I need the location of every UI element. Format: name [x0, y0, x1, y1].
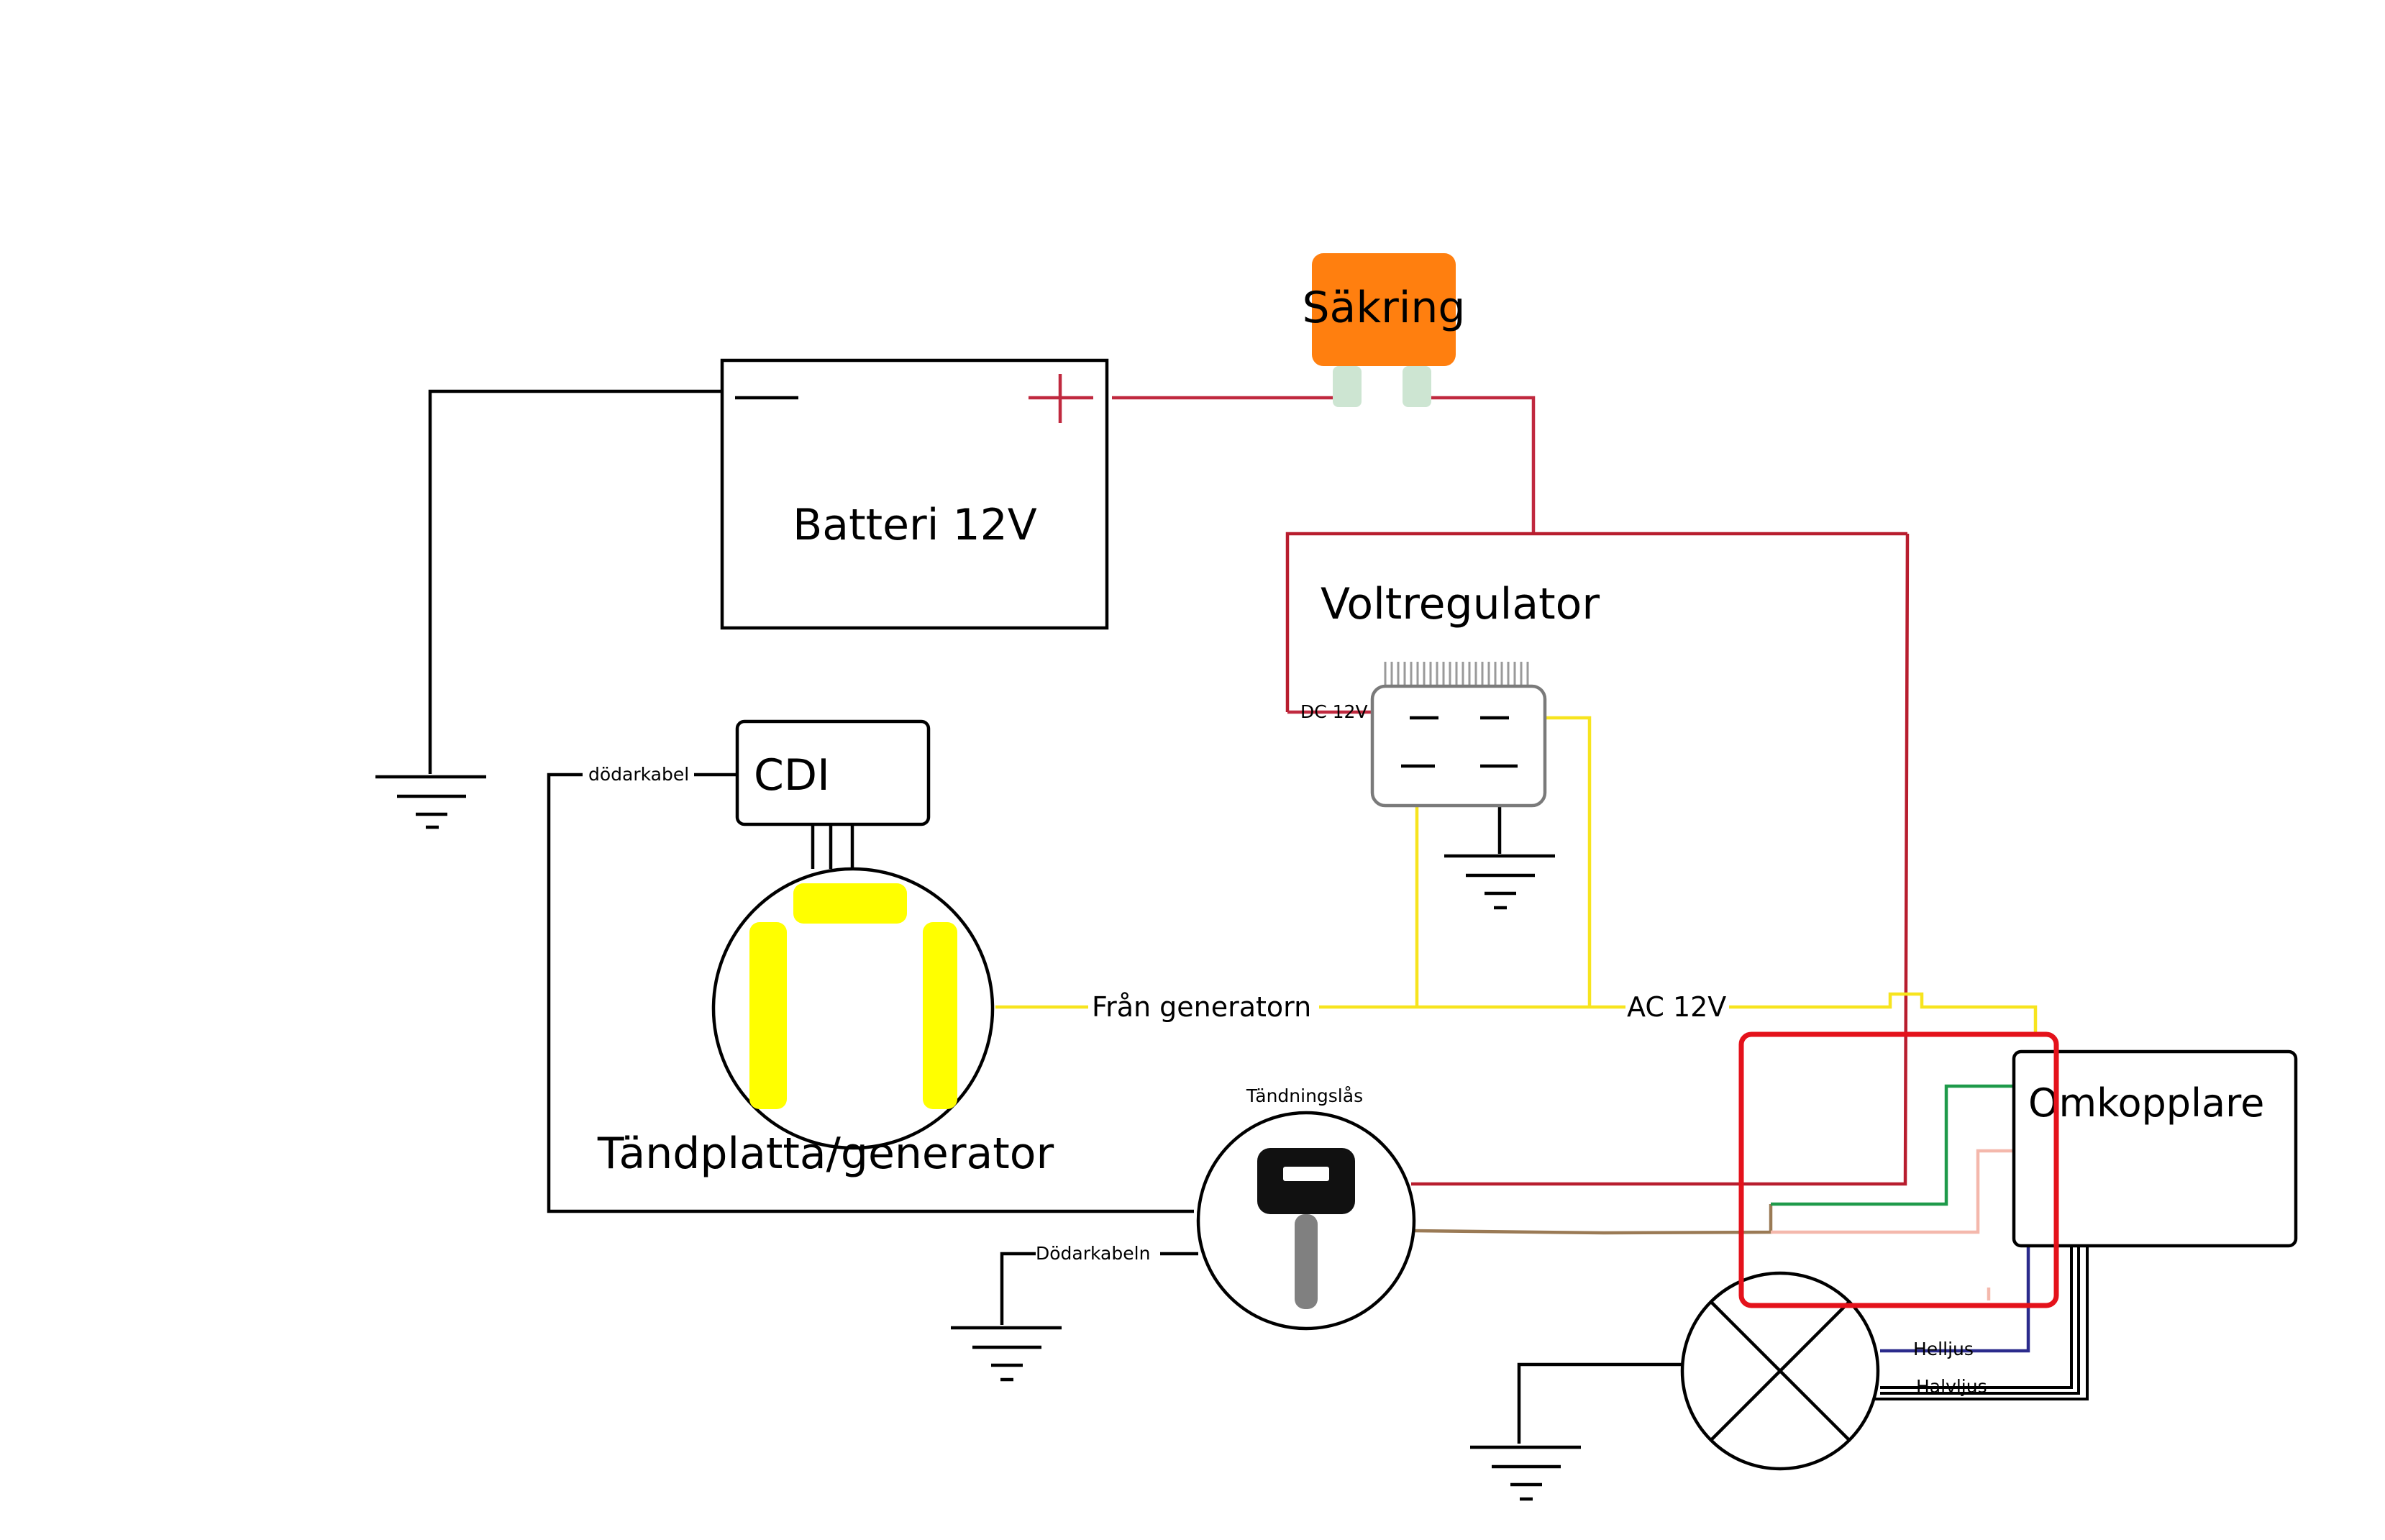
fuse-pin-left [1333, 366, 1362, 407]
switch-label: Omkopplare [2028, 1080, 2264, 1126]
ac-wire-right [1729, 992, 2038, 1034]
dc-bus-wire [1285, 532, 1907, 712]
stator-coil-top [793, 883, 907, 924]
stator-coil-right [923, 922, 957, 1109]
voltage-regulator-label: Voltregulator [1321, 579, 1600, 629]
battery-label: Batteri 12V [793, 500, 1037, 550]
high-beam-wire [1880, 1246, 2030, 1353]
ignition-feed-wire [1411, 533, 1910, 1186]
low-beam-label: Halvljus [1916, 1376, 1987, 1397]
kill-wire-cdi-label: dödarkabel [588, 764, 689, 785]
ignition-kill-wire-ground [1000, 1252, 1036, 1325]
cdi-kill-wire-loop [547, 773, 1194, 1213]
stator-label: Tändplatta/generator [597, 1129, 1054, 1179]
fuse-label: Säkring [1302, 283, 1465, 333]
ignition-ground-icon [951, 1326, 1062, 1382]
stator-coil-left [749, 922, 787, 1109]
low-beam-wire-2 [1880, 1246, 2080, 1395]
highlight-box [1738, 1031, 2059, 1308]
cdi-label: CDI [754, 750, 830, 801]
battery-ground-icon [375, 775, 486, 829]
low-beam-wire-3 [1873, 1246, 2089, 1400]
regulator-heatsink-icon [1384, 662, 1529, 686]
switch-box [2012, 1049, 2298, 1248]
low-beam-wire-1 [1880, 1246, 2073, 1389]
battery-ground-wire [428, 389, 722, 774]
pink-wire [1771, 1149, 2014, 1234]
ignition-switch-label: Tändningslås [1246, 1085, 1363, 1106]
lamp-cross-icon-2 [1710, 1300, 1851, 1441]
key-slot-icon [1283, 1167, 1329, 1181]
lamp-ground-icon [1470, 1445, 1581, 1501]
battery-box [720, 358, 1109, 630]
ac-12v-label: AC 12V [1627, 991, 1726, 1023]
regulator-ground-icon [1444, 854, 1555, 910]
lamp-ground-wire [1517, 1362, 1685, 1444]
kill-wire-ignition-label: Dödarkabeln [1036, 1243, 1150, 1264]
from-generator-label: Från generatorn [1092, 991, 1311, 1023]
fuse-out-wire [1431, 396, 1536, 534]
voltage-regulator-box [1370, 684, 1547, 808]
fuse-pin-right [1403, 366, 1431, 407]
high-beam-label: Helljus [1913, 1339, 1974, 1359]
dc-12v-label: DC 12V [1300, 701, 1368, 722]
key-blade-icon [1295, 1214, 1318, 1309]
green-wire [1771, 1084, 2014, 1206]
fuse-body [1312, 253, 1456, 366]
brown-wire [1410, 1204, 1773, 1235]
cdi-box [735, 719, 931, 826]
